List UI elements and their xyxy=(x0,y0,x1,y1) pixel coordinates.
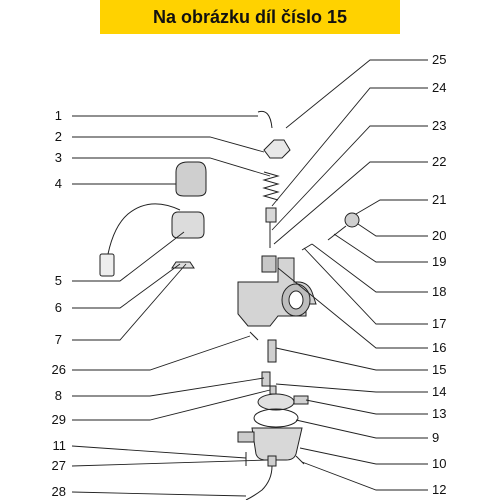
callout-22: 22 xyxy=(432,154,446,169)
leader-lines xyxy=(71,59,428,497)
part-drawings xyxy=(99,110,360,500)
callout-26: 26 xyxy=(52,362,66,377)
callout-19: 19 xyxy=(432,254,446,269)
left-callouts: 1 2 3 4 5 6 7 26 8 29 11 27 28 xyxy=(52,108,66,499)
callout-4: 4 xyxy=(55,176,62,191)
callout-29: 29 xyxy=(52,412,66,427)
callout-15: 15 xyxy=(432,362,446,377)
callout-17: 17 xyxy=(432,316,446,331)
callout-11: 11 xyxy=(53,438,67,453)
callout-13: 13 xyxy=(432,406,446,421)
callout-3: 3 xyxy=(55,150,62,165)
callout-2: 2 xyxy=(55,129,62,144)
callout-5: 5 xyxy=(55,273,62,288)
callout-28: 28 xyxy=(52,484,66,499)
page-title: Na obrázku díl číslo 15 xyxy=(152,6,348,27)
callout-21: 21 xyxy=(432,192,446,207)
callout-6: 6 xyxy=(55,300,62,315)
callout-20: 20 xyxy=(432,228,446,243)
callout-25: 25 xyxy=(432,52,446,67)
callout-14: 14 xyxy=(432,384,446,399)
callout-8: 8 xyxy=(55,388,62,403)
callout-7: 7 xyxy=(55,332,62,347)
right-callouts: 25 24 23 22 21 20 19 18 17 16 15 14 13 9… xyxy=(432,52,446,497)
callout-9: 9 xyxy=(432,430,439,445)
title-banner: Na obrázku díl číslo 15 xyxy=(100,0,400,34)
callout-24: 24 xyxy=(432,80,446,95)
callout-23: 23 xyxy=(432,118,446,133)
callout-27: 27 xyxy=(52,458,66,473)
callout-10: 10 xyxy=(432,456,446,471)
callout-1: 1 xyxy=(55,108,62,123)
callout-12: 12 xyxy=(432,482,446,497)
callout-18: 18 xyxy=(432,284,446,299)
callout-16: 16 xyxy=(432,340,446,355)
